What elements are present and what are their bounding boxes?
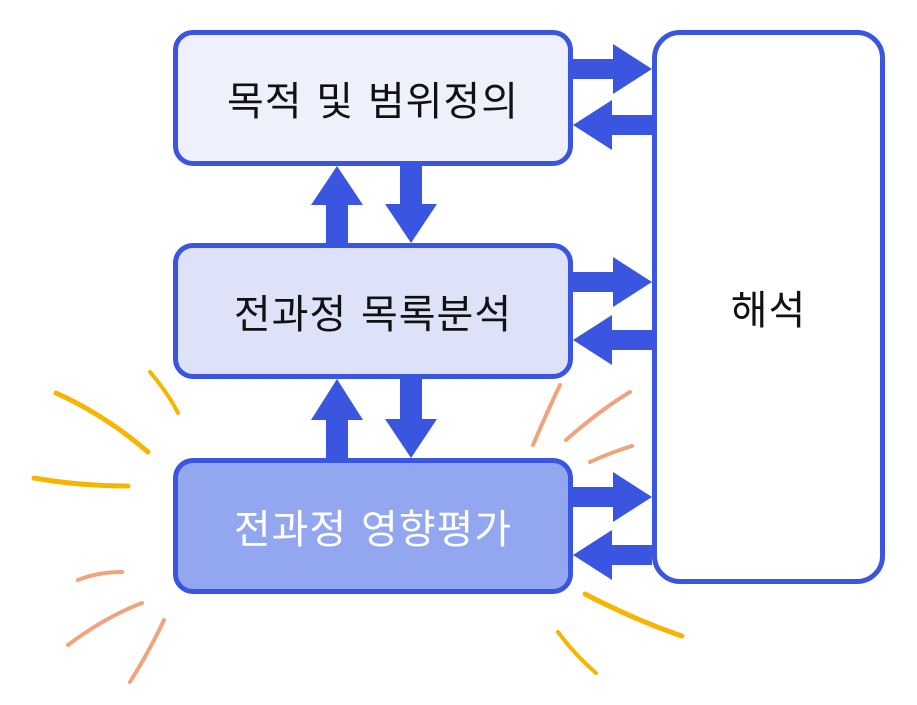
arrow-right-goal-to-interpretation — [573, 44, 652, 94]
highlight-stroke-yellow-4 — [582, 591, 685, 639]
impact-assessment-label: 전과정 영향평가 — [233, 507, 513, 553]
flow-arrows — [311, 44, 652, 580]
arrow-up-inventory-to-goal — [311, 166, 363, 243]
inventory-analysis-box: 전과정 목록분석 — [173, 243, 573, 379]
arrow-up-impact-to-inventory — [311, 379, 363, 458]
arrow-right-inventory-to-interpretation — [573, 257, 652, 307]
goal-and-scope-box: 목적 및 범위정의 — [173, 30, 573, 166]
interpretation-box: 해석 — [652, 30, 885, 584]
highlight-stroke-yellow-3 — [148, 370, 180, 415]
highlight-stroke-orange-5 — [66, 601, 144, 647]
arrow-left-interpretation-to-goal — [573, 100, 652, 150]
highlight-strokes — [31, 370, 685, 684]
highlight-stroke-orange-4 — [76, 570, 124, 582]
arrow-left-interpretation-to-inventory — [573, 315, 652, 365]
highlight-stroke-yellow-5 — [556, 630, 598, 675]
arrow-down-goal-to-inventory — [385, 166, 437, 243]
arrow-right-impact-to-interpretation — [573, 472, 652, 522]
arrow-left-interpretation-to-impact — [573, 530, 652, 580]
highlight-stroke-orange-6 — [128, 618, 166, 684]
highlight-stroke-orange-2 — [564, 390, 632, 442]
highlight-stroke-yellow-1 — [53, 390, 151, 455]
highlight-stroke-yellow-2 — [31, 475, 131, 489]
impact-assessment-box: 전과정 영향평가 — [173, 458, 573, 594]
arrow-down-inventory-to-impact — [385, 379, 437, 458]
inventory-analysis-label: 전과정 목록분석 — [233, 292, 513, 338]
highlight-stroke-orange-3 — [588, 444, 634, 464]
highlight-stroke-orange-1 — [531, 383, 562, 447]
goal-and-scope-label: 목적 및 범위정의 — [226, 79, 520, 125]
interpretation-label: 해석 — [730, 288, 807, 334]
